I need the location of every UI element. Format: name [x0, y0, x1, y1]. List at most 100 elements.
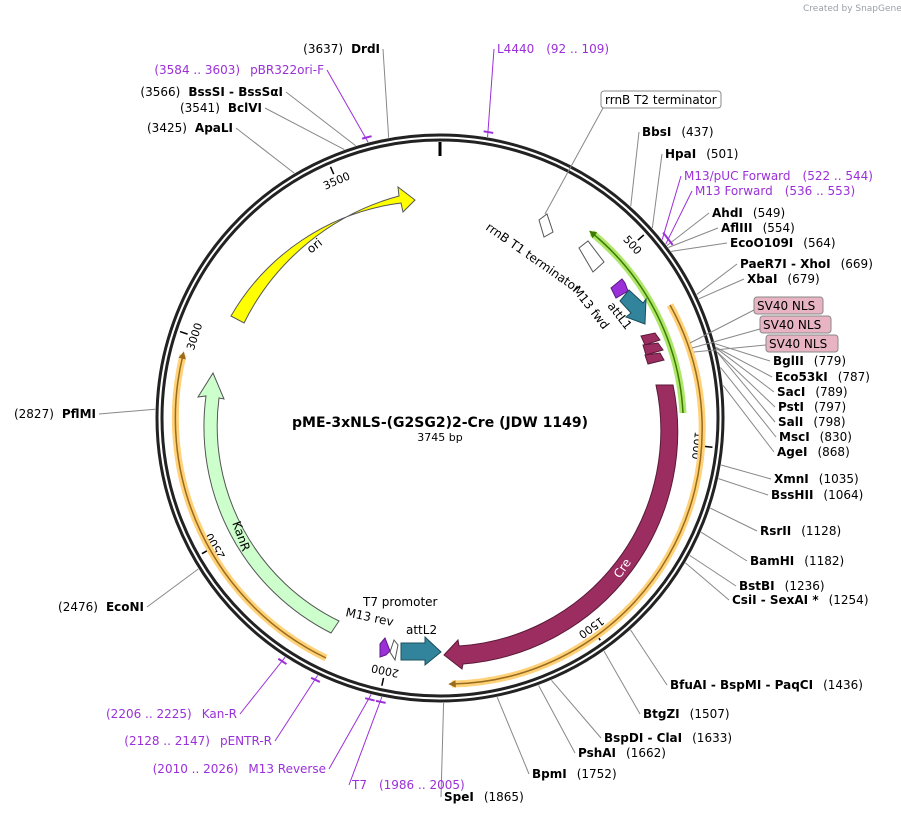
primer-leader-line: [326, 69, 369, 143]
enzyme-leader-line: [382, 48, 390, 138]
enzyme-leader-line: [538, 685, 576, 754]
enzyme-name: BtgZI: [643, 707, 680, 721]
enzyme-position: (1752): [577, 767, 617, 781]
enzyme-position: (669): [841, 257, 873, 271]
primer-binding-mark: [310, 676, 321, 683]
enzyme-site-label: BtgZI(1507): [643, 707, 730, 721]
feature-ori: ori: [230, 185, 416, 324]
primer-site-label: M13/pUC Forward (522 .. 544): [684, 169, 873, 183]
feature-attl1: [619, 289, 647, 325]
enzyme-site-label: HpaI(501): [665, 147, 738, 161]
enzyme-position: (1182): [804, 554, 844, 568]
enzyme-name: XbaI: [747, 272, 777, 286]
enzyme-position: (2476): [58, 600, 98, 614]
primer-binding-mark: [364, 697, 375, 702]
enzyme-leader-line: [630, 131, 640, 207]
primer-name: M13/pUC Forward: [684, 169, 791, 183]
primer-leader-line: [348, 696, 383, 786]
enzyme-leader-line: [685, 562, 730, 601]
enzyme-leader-line: [698, 278, 745, 300]
enzyme-name: RsrII: [760, 524, 791, 538]
enzyme-site-label: BspDI - ClaI(1633): [604, 731, 732, 745]
enzyme-name: BpmI: [532, 767, 567, 781]
enzyme-site-label: BstBI(1236): [739, 579, 825, 593]
rrnb-t2-label: rrnB T2 terminator: [605, 93, 717, 107]
enzyme-position: (554): [763, 221, 795, 235]
enzyme-site-label: BfuAI - BspMI - PaqCI(1436): [670, 678, 863, 692]
enzyme-site-label: AflIII(554): [721, 221, 795, 235]
enzyme-site-label: (2827)PflMI: [14, 407, 96, 421]
primer-name: M13 Reverse: [248, 762, 326, 776]
enzyme-leader-line: [710, 507, 758, 532]
enzyme-position: (789): [815, 385, 847, 399]
primer-range: (522 .. 544): [803, 169, 873, 183]
tick-label: 3000: [184, 321, 205, 352]
primer-range: (2128 .. 2147): [124, 734, 210, 748]
plasmid-name: pME-3xNLS-(G2SG2)2-Cre (JDW 1149): [292, 415, 588, 431]
enzyme-leader-line: [720, 464, 772, 480]
enzyme-name: BclVI: [228, 101, 262, 115]
primer-site-label: (2206 .. 2225)Kan-R: [106, 707, 237, 721]
enzyme-position: (798): [813, 415, 845, 429]
enzyme-position: (549): [753, 206, 785, 220]
enzyme-position: (564): [803, 236, 835, 250]
enzyme-position: (1254): [829, 593, 869, 607]
enzyme-site-label: (3425)ApaLI: [147, 121, 233, 135]
tick-label: 3500: [321, 169, 352, 192]
feature-m13-fwd: [610, 278, 629, 299]
plasmid-size: 3745 bp: [417, 431, 462, 444]
enzyme-site-label: SpeI(1865): [444, 790, 524, 804]
enzyme-leader-line: [700, 531, 748, 562]
enzyme-site-label: SacI (789): [777, 385, 848, 399]
primer-binding-mark: [361, 135, 372, 140]
enzyme-leader-line: [716, 351, 776, 408]
enzyme-site-label: AhdI(549): [712, 206, 785, 220]
leader-lines: [98, 48, 777, 798]
enzyme-site-label: (3637)DrdI: [303, 42, 380, 56]
enzyme-name: Eco53kI: [775, 370, 828, 384]
annotation-arcs: [171, 230, 706, 688]
primer-site-label: T7(1986 .. 2005): [351, 778, 465, 792]
enzyme-position: (3566): [140, 85, 180, 99]
enzyme-name: BfuAI - BspMI - PaqCI: [670, 678, 813, 692]
enzyme-leader-line: [716, 347, 775, 393]
primer-leader-line: [665, 190, 693, 245]
rrnb-t1-label: rrnB T1 terminator: [483, 220, 583, 296]
enzyme-leader-line: [264, 107, 345, 150]
enzyme-name: EcoO109I: [730, 236, 793, 250]
enzyme-position: (779): [814, 354, 846, 368]
primer-range: (2010 .. 2026): [153, 762, 239, 776]
enzyme-leader-line: [235, 127, 295, 174]
enzyme-name: BstBI: [739, 579, 775, 593]
feature-m13-rev: [379, 637, 399, 662]
enzyme-position: (437): [681, 125, 713, 139]
tick-mark: [179, 330, 188, 335]
enzyme-site-label: EcoO109I (564): [730, 236, 836, 250]
enzyme-name: SalI: [778, 415, 803, 429]
enzyme-name: SacI: [777, 385, 805, 399]
enzyme-leader-line: [496, 697, 530, 775]
feature-cre: Cre: [443, 384, 679, 670]
primer-leader-line: [487, 48, 495, 138]
tick-mark: [381, 677, 385, 686]
primer-name: T7: [351, 778, 367, 792]
enzyme-leader-line: [718, 478, 769, 496]
tick-mark: [329, 166, 335, 175]
primer-name: M13 Forward: [695, 184, 773, 198]
enzyme-position: (787): [838, 370, 870, 384]
enzyme-position: (3637): [303, 42, 343, 56]
enzyme-name: BssSI - BssSαI: [188, 85, 283, 99]
enzyme-leader-line: [668, 227, 719, 248]
primer-range: (536 .. 553): [785, 184, 855, 198]
enzyme-site-label: Eco53kI (787): [775, 370, 870, 384]
primer-site-label: (2010 .. 2026) M13 Reverse: [153, 762, 326, 776]
primer-site-label: L4440(92 .. 109): [497, 42, 609, 56]
enzyme-leader-line: [716, 352, 776, 423]
enzyme-site-label: CsiI - SexAI * (1254): [732, 593, 869, 607]
enzyme-position: (1633): [692, 731, 732, 745]
enzyme-name: PflMI: [62, 407, 96, 421]
sv40-nls-2: SV40 NLS: [763, 318, 821, 332]
enzyme-site-label: BpmI (1752): [532, 767, 617, 781]
enzyme-position: (1662): [626, 746, 666, 760]
enzyme-name: CsiI - SexAI *: [732, 593, 819, 607]
